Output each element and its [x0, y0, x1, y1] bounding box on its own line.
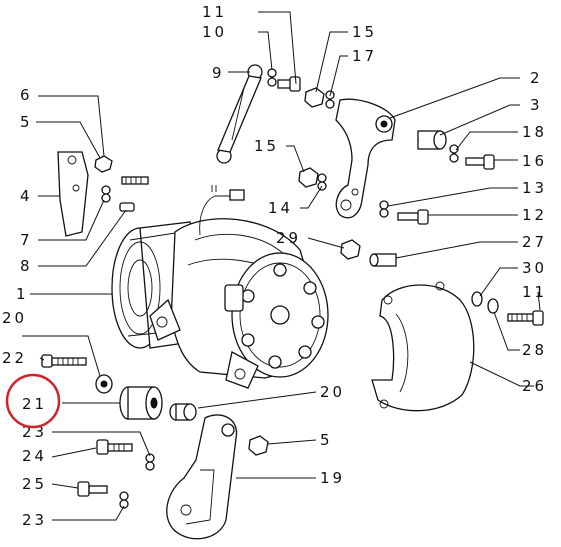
bolt-25	[77, 481, 129, 509]
leader-lines	[22, 11, 541, 521]
callout-22: 22	[2, 349, 27, 367]
callout-10: 10	[202, 23, 227, 41]
bolt-24	[96, 439, 155, 471]
callout-6: 6	[20, 86, 33, 104]
callout-19: 19	[320, 469, 345, 487]
callout-16: 16	[522, 152, 547, 170]
callout-24: 24	[22, 447, 47, 465]
callout-7: 7	[20, 231, 33, 249]
callout-17: 17	[352, 47, 377, 65]
bracket-19	[166, 414, 269, 540]
compressor-body	[111, 185, 329, 389]
spacer-20	[169, 403, 197, 421]
bolt-22	[41, 354, 113, 394]
callout-12: 12	[522, 206, 547, 224]
nut-29	[340, 239, 397, 267]
callout-29: 29	[276, 229, 301, 247]
bushing-3	[417, 130, 447, 150]
bracket-2	[335, 98, 396, 219]
callout-9: 9	[212, 64, 225, 82]
callout-1: 1	[16, 285, 29, 303]
nut-15-mid	[298, 167, 327, 191]
callout-11-top: 11	[202, 3, 227, 21]
callout-8: 8	[20, 257, 33, 275]
tie-rod	[216, 64, 263, 164]
highlight-circle-21	[5, 373, 61, 429]
bolt-16	[449, 144, 495, 170]
bracket-4	[57, 151, 149, 237]
callout-27: 27	[522, 233, 547, 251]
callout-21: 21	[22, 395, 47, 413]
nut-15-top	[304, 87, 335, 109]
callout-23-bottom: 23	[22, 511, 47, 529]
callout-18: 18	[522, 123, 547, 141]
idler-pulley-21	[119, 386, 163, 420]
cover-26	[371, 281, 475, 412]
callout-15-mid: 15	[254, 137, 279, 155]
callout-11-bottom: 11	[522, 283, 547, 301]
callout-13: 13	[522, 179, 547, 197]
callout-20-lower: 20	[320, 383, 345, 401]
bolt-11-bottom	[471, 291, 544, 326]
callout-5-top: 5	[20, 113, 33, 131]
bolt-12	[379, 200, 429, 225]
callout-3: 3	[530, 96, 543, 114]
callout-5-bottom: 5	[320, 431, 333, 449]
callout-26: 26	[522, 377, 547, 395]
callout-4: 4	[20, 187, 33, 205]
callout-2: 2	[530, 69, 543, 87]
callout-28: 28	[522, 341, 547, 359]
callout-30: 30	[522, 259, 547, 277]
callout-14: 14	[268, 199, 293, 217]
callout-15-top: 15	[352, 23, 377, 41]
callout-20-top: 20	[2, 309, 27, 327]
callout-25: 25	[22, 475, 47, 493]
